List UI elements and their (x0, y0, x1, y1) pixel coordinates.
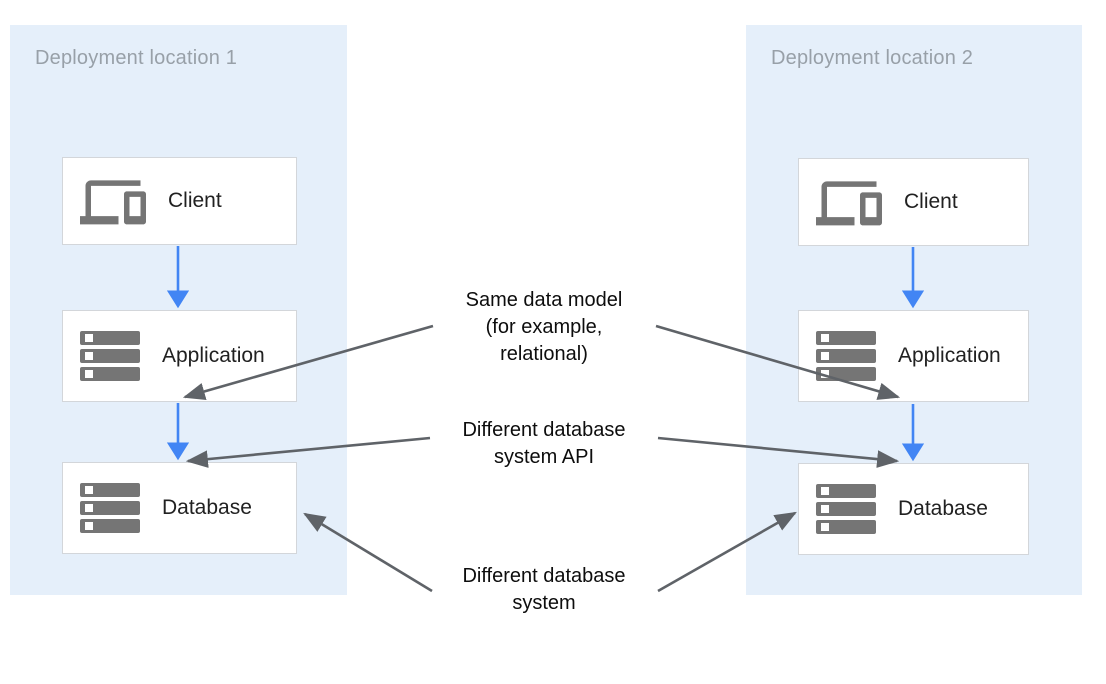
server-stack-icon (816, 331, 876, 381)
database-node-location-1: Database (62, 462, 297, 554)
application-node-location-1: Application (62, 310, 297, 402)
application-node-location-2: Application (798, 310, 1029, 402)
devices-icon (80, 172, 146, 230)
annotation-different-db-api: Different database system API (462, 419, 626, 468)
node-label: Client (168, 189, 222, 212)
node-label: Application (898, 344, 1001, 367)
panel-title: Deployment location 1 (35, 47, 238, 69)
client-node-location-1: Client (62, 157, 297, 245)
panel-title: Deployment location 2 (771, 47, 974, 69)
node-label: Database (162, 496, 252, 519)
annotation-same-data-model: Same data model (for example, relational… (465, 289, 623, 365)
server-stack-icon (816, 484, 876, 534)
node-label: Application (162, 344, 265, 367)
node-label: Database (898, 497, 988, 520)
client-node-location-2: Client (798, 158, 1029, 246)
node-label: Client (904, 190, 958, 213)
annotation-different-db-system: Different database system (462, 565, 626, 614)
devices-icon (816, 173, 882, 231)
server-stack-icon (80, 331, 140, 381)
database-node-location-2: Database (798, 463, 1029, 555)
server-stack-icon (80, 483, 140, 533)
